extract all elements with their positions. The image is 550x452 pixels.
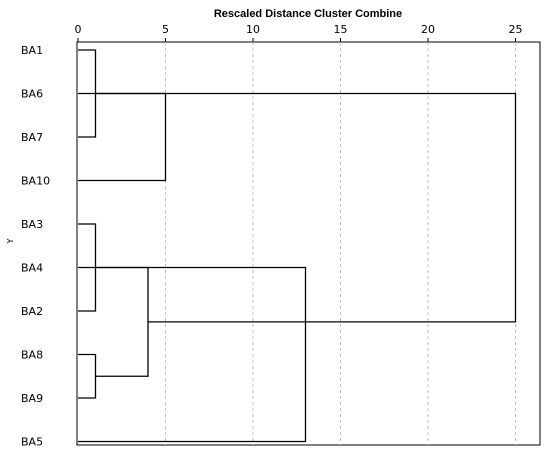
cluster-link	[95, 92, 517, 323]
x-tick-label: 5	[162, 23, 169, 36]
leaf-label: BA6	[21, 88, 43, 101]
x-tick-label: 20	[421, 23, 435, 36]
x-tick-label: 25	[509, 23, 523, 36]
cluster-link	[78, 353, 97, 399]
dendrogram-links	[78, 49, 517, 443]
x-tick-label: 0	[75, 23, 82, 36]
y-axis-label: Y	[6, 238, 15, 244]
plot-frame	[76, 41, 541, 446]
leaf-label: BA3	[21, 218, 43, 231]
leaf-label: BA4	[21, 262, 43, 275]
cluster-link	[78, 266, 149, 377]
chart-title: Rescaled Distance Cluster Combine	[214, 8, 402, 20]
cluster-link	[78, 266, 307, 443]
grid-lines	[165, 42, 516, 445]
x-axis-ticks: 0 5 10 15 20 25	[75, 23, 523, 42]
leaf-label: BA10	[21, 175, 50, 188]
leaf-label: BA7	[21, 131, 43, 144]
x-tick-label: 15	[334, 23, 348, 36]
leaf-label: BA5	[21, 436, 43, 449]
leaf-label: BA1	[21, 44, 43, 57]
leaf-label: BA9	[21, 392, 43, 405]
leaf-label: BA2	[21, 305, 43, 318]
x-tick-label: 10	[246, 23, 260, 36]
leaf-label: BA8	[21, 349, 43, 362]
